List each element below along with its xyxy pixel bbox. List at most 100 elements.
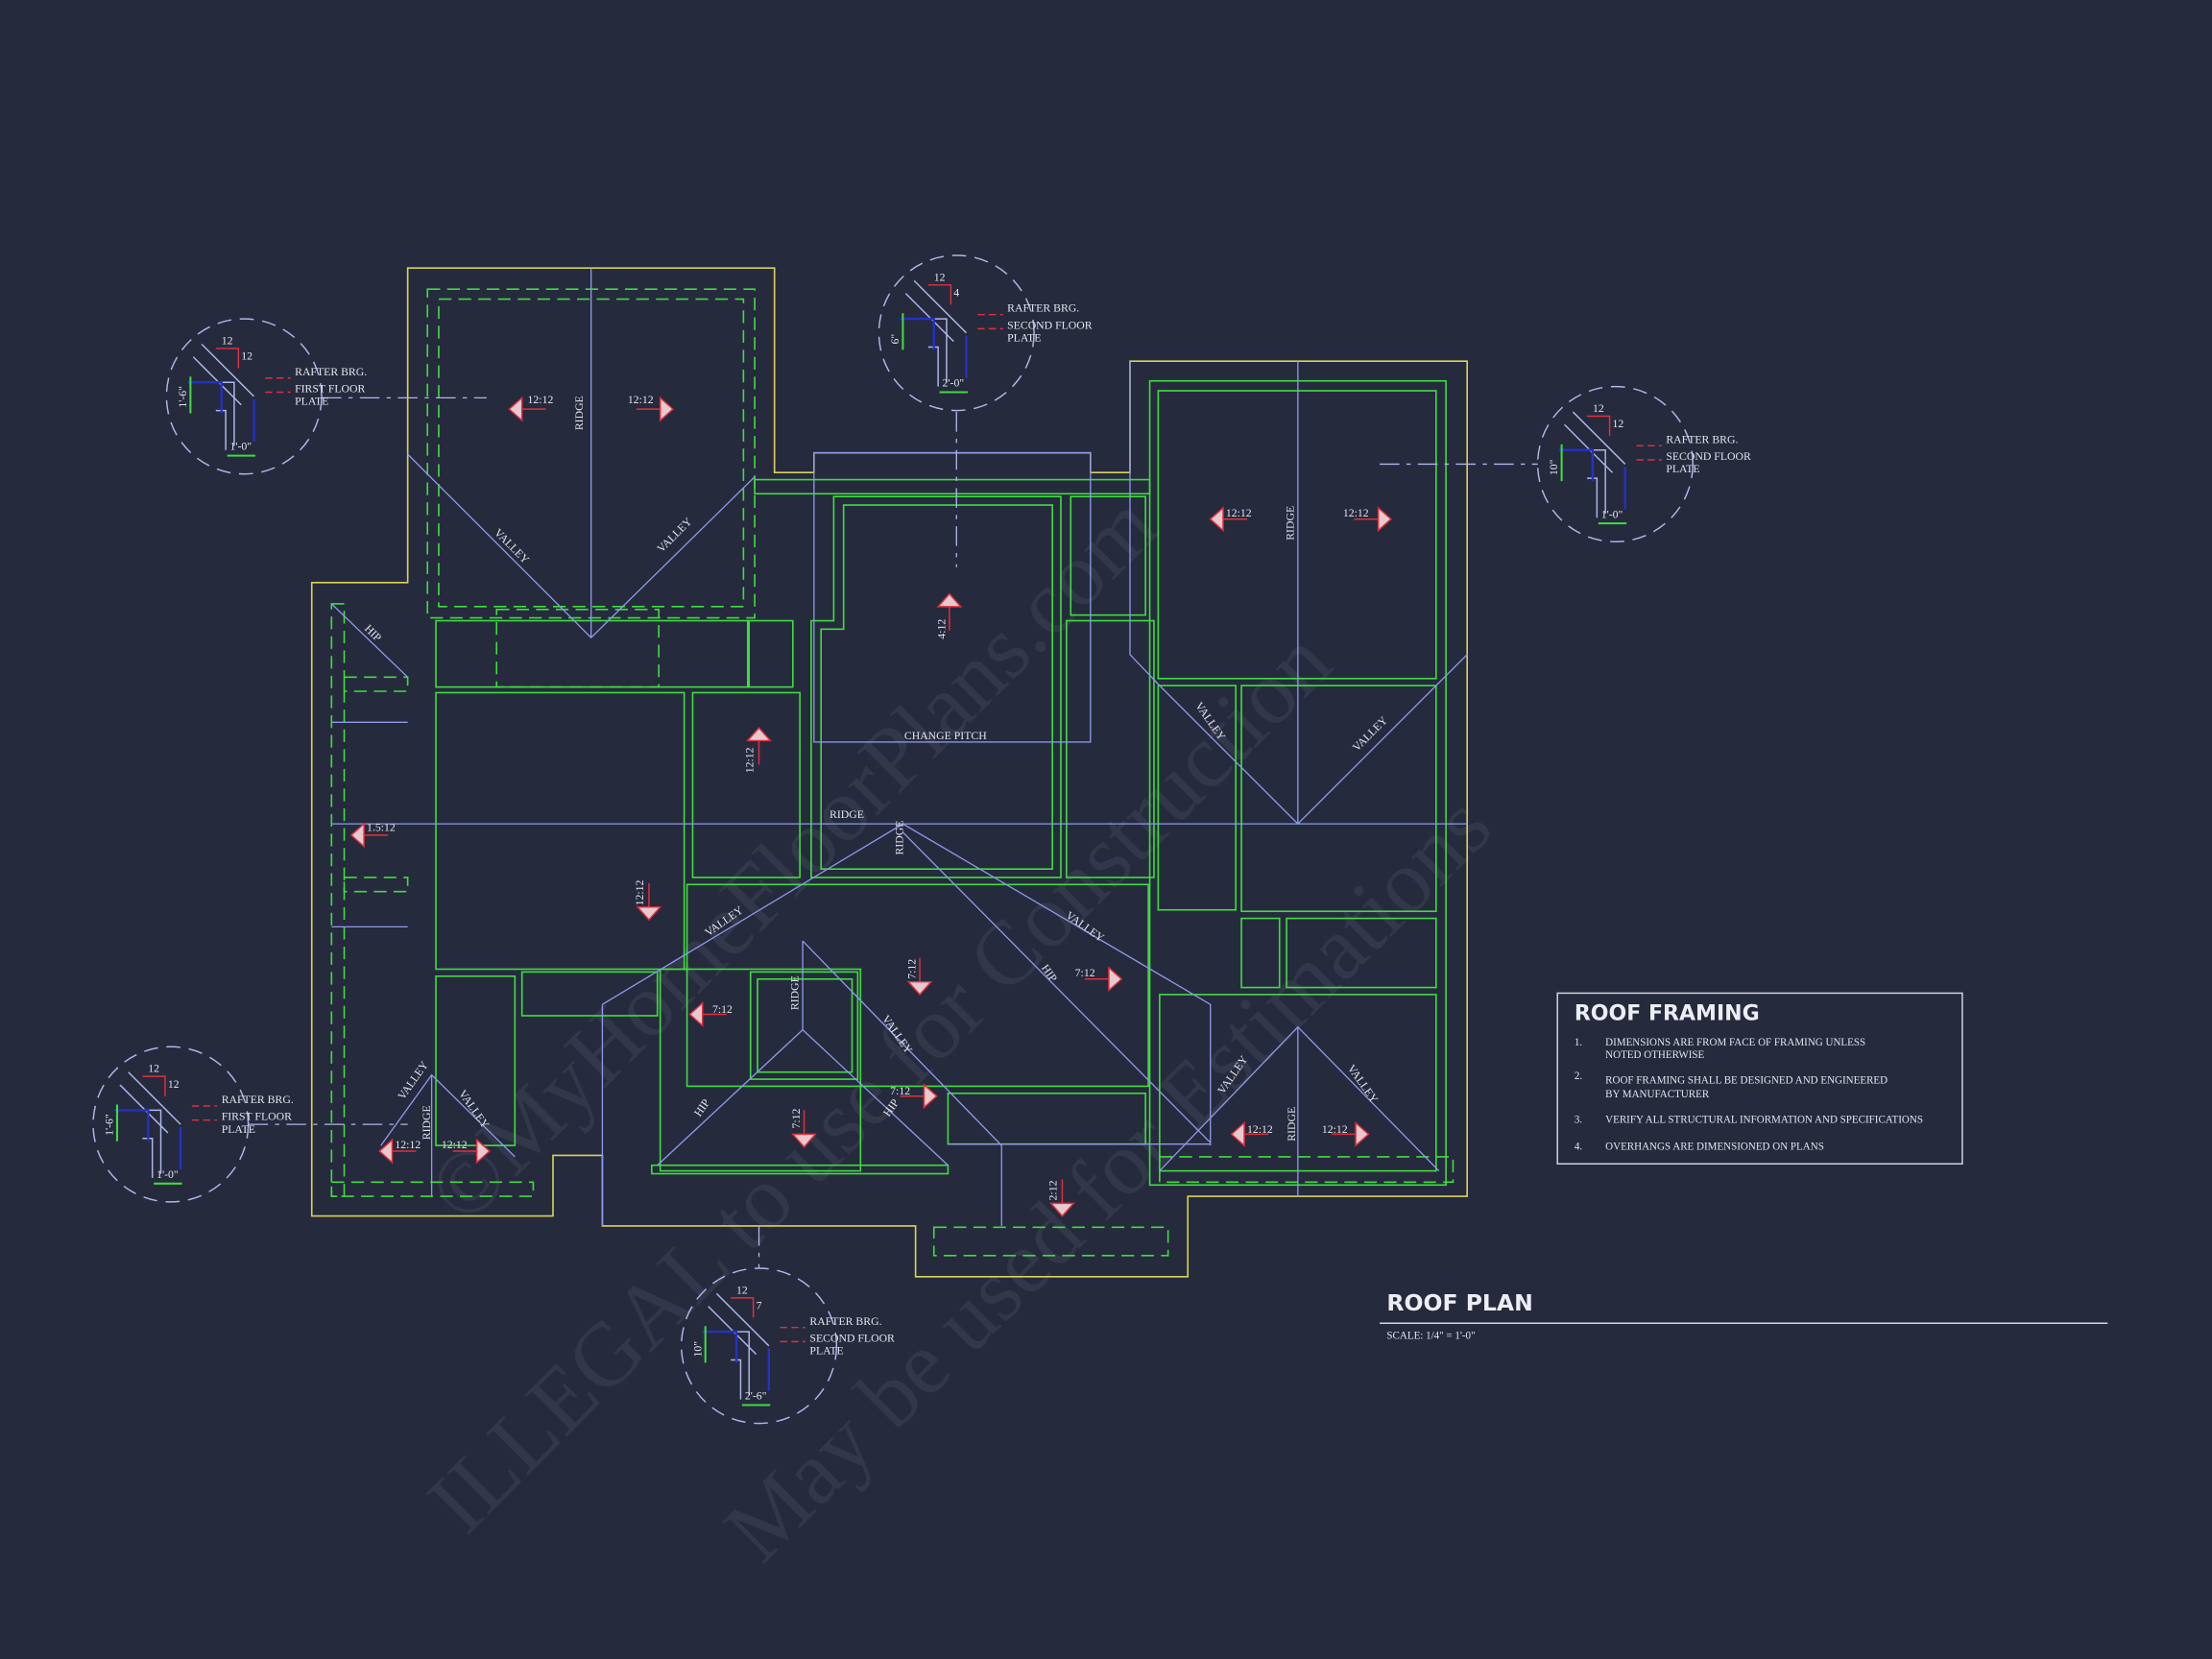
roof-label-ridge: RIDGE (789, 975, 802, 1010)
detail-rise: 12 (241, 350, 252, 363)
roof-label-ridge: RIDGE (830, 808, 864, 821)
slope-arrow-icon (900, 1083, 938, 1110)
note-text: BY MANUFACTURER (1605, 1089, 1710, 1100)
roof-label-12-12: 12:12 (1247, 1123, 1273, 1136)
roof-label-7-12: 7:12 (1075, 967, 1095, 979)
roof-label-12-12: 12:12 (744, 747, 757, 773)
note-text: VERIFY ALL STRUCTURAL INFORMATION AND SP… (1605, 1115, 1923, 1126)
roof-label-12-12: 12:12 (395, 1139, 421, 1151)
detail-plate-label: SECOND FLOOR (1666, 450, 1751, 463)
slope-arrow-icon (791, 1110, 817, 1148)
detail-plate-label: FIRST FLOOR (222, 1111, 292, 1123)
roof-label-12-12: 12:12 (1226, 507, 1252, 519)
slope-arrow-icon (1084, 966, 1123, 993)
note-number: 4. (1575, 1142, 1583, 1153)
detail-run: 12 (1593, 402, 1604, 415)
roof-label-7-12: 7:12 (906, 959, 919, 979)
roof-label-1-5-12: 1.5:12 (367, 821, 396, 833)
detail-height-dimension: 6" (889, 334, 902, 345)
detail-height-dimension: 10" (691, 1341, 704, 1358)
detail-plate-label: PLATE (295, 396, 328, 408)
note-text: NOTED OTHERWISE (1605, 1049, 1704, 1061)
roof-label-2-12: 2:12 (1047, 1180, 1060, 1200)
roof-label-12-12: 12:12 (1322, 1123, 1348, 1136)
notes-box (1556, 992, 1963, 1165)
slope-arrow-icon (1230, 1120, 1268, 1147)
detail-plate-label: PLATE (1007, 332, 1041, 345)
slope-arrow-icon (1332, 1120, 1370, 1147)
roof-label-change-pitch: CHANGE PITCH (904, 730, 987, 742)
slope-arrow-icon (378, 1138, 417, 1165)
detail-overhang-dimension: 1'-0" (1601, 508, 1623, 520)
detail-plate-label: PLATE (809, 1345, 843, 1358)
note-text: DIMENSIONS ARE FROM FACE OF FRAMING UNLE… (1605, 1037, 1865, 1048)
slope-arrow-icon (1209, 506, 1247, 533)
roof-label-ridge: RIDGE (1286, 1107, 1298, 1142)
roof-label-12-12: 12:12 (628, 394, 654, 406)
detail-rise: 12 (168, 1078, 180, 1091)
roof-label-7-12: 7:12 (890, 1085, 910, 1097)
roof-lines (248, 268, 1538, 1268)
detail-run: 12 (736, 1284, 748, 1296)
detail-overhang-dimension: 2'-0" (943, 377, 965, 390)
detail-run: 12 (934, 271, 946, 283)
slope-arrow-icon (688, 1001, 727, 1027)
detail-rise: 12 (1613, 418, 1624, 430)
drawing-title-block: ROOF PLAN SCALE: 1/4" = 1'-0" (1380, 1289, 2108, 1341)
slope-arrow-icon (636, 396, 675, 422)
drawing-title: ROOF PLAN (1386, 1289, 1532, 1316)
detail-bearing-label: RAFTER BRG. (222, 1094, 294, 1106)
roof-label-4-12: 4:12 (935, 619, 948, 639)
detail-overhang-dimension: 1'-0" (230, 441, 252, 453)
slope-arrow-icon (452, 1138, 491, 1165)
detail-bearing-label: RAFTER BRG. (1007, 302, 1079, 315)
slope-arrow-icon (1354, 506, 1392, 533)
roof-framing-notes: ROOF FRAMING 1. DIMENSIONS ARE FROM FACE… (1556, 992, 1963, 1165)
detail-overhang-dimension: 1'-0" (156, 1168, 179, 1181)
roof-label-7-12: 7:12 (712, 1003, 733, 1016)
detail-plate-label: SECOND FLOOR (1007, 319, 1093, 331)
slope-arrow-icon (906, 957, 933, 997)
note-number: 3. (1575, 1115, 1583, 1126)
detail-overhang-dimension: 2'-6" (745, 1390, 767, 1403)
detail-height-dimension: 1'-6" (177, 386, 189, 408)
roof-label-12-12: 12:12 (634, 879, 646, 905)
detail-height-dimension: 1'-6" (104, 1114, 116, 1136)
slope-arrow-icon (636, 882, 662, 922)
roof-label-12-12: 12:12 (1343, 507, 1369, 519)
slope-arrow-icon (1049, 1179, 1075, 1217)
roof-label-12-12: 12:12 (442, 1139, 468, 1151)
slope-arrow-icon (936, 592, 963, 631)
detail-run: 12 (148, 1063, 159, 1075)
detail-plate-label: PLATE (222, 1123, 255, 1136)
slope-arrow-icon (349, 822, 389, 849)
roof-label-7-12: 7:12 (790, 1108, 803, 1128)
slope-arrow-icon (508, 396, 546, 422)
drawing-scale: SCALE: 1/4" = 1'-0" (1386, 1330, 1475, 1341)
note-text: ROOF FRAMING SHALL BE DESIGNED AND ENGIN… (1605, 1074, 1887, 1086)
detail-plate-label: FIRST FLOOR (295, 382, 365, 395)
detail-plate-label: PLATE (1666, 463, 1699, 475)
detail-rise: 7 (757, 1300, 762, 1312)
roof-label-ridge: RIDGE (893, 821, 905, 855)
detail-bearing-label: RAFTER BRG. (809, 1315, 881, 1328)
note-text: OVERHANGS ARE DIMENSIONED ON PLANS (1605, 1142, 1824, 1153)
detail-height-dimension: 10" (1548, 459, 1560, 475)
notes-title: ROOF FRAMING (1575, 1001, 1760, 1025)
roof-label-ridge: RIDGE (573, 396, 586, 430)
slope-arrow-icon (746, 727, 772, 765)
detail-run: 12 (222, 335, 233, 348)
detail-plate-label: SECOND FLOOR (809, 1332, 895, 1344)
detail-bearing-label: RAFTER BRG. (295, 366, 367, 378)
detail-bearing-label: RAFTER BRG. (1666, 433, 1738, 445)
note-number: 1. (1575, 1037, 1583, 1048)
roof-label-ridge: RIDGE (421, 1105, 433, 1140)
